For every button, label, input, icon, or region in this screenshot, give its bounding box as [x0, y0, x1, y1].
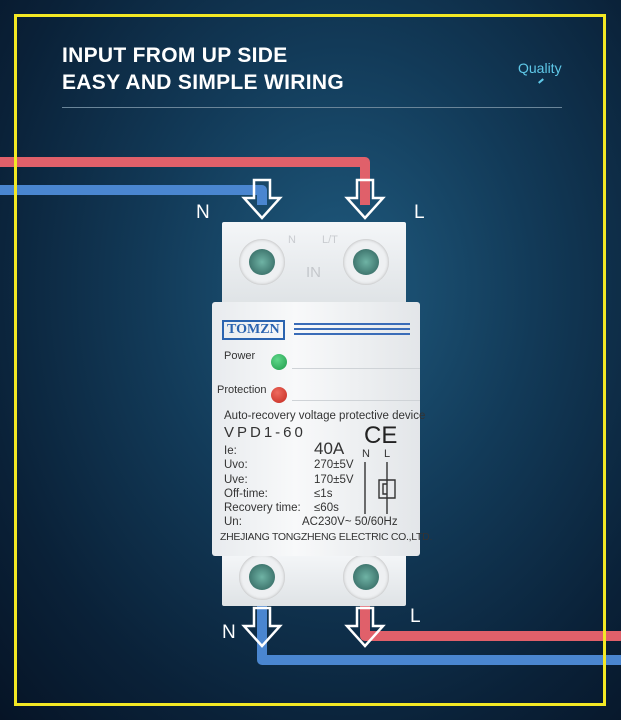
terminal-screw-n-in: [239, 239, 285, 285]
wiring-diagram-symbol: [364, 462, 396, 514]
diagram-n-label: N: [362, 448, 370, 460]
power-led: [271, 354, 287, 370]
protection-led: [271, 387, 287, 403]
brand-stripes: [294, 323, 410, 335]
highlight-frame: [14, 14, 606, 706]
model-number: VPD1-60: [224, 424, 306, 441]
terminal-n-mark: N: [288, 234, 296, 246]
power-label: Power: [224, 350, 256, 362]
protection-label: Protection: [217, 384, 267, 396]
terminal-screw-l-in: [343, 239, 389, 285]
manufacturer: ZHEJIANG TONGZHENG ELECTRIC CO.,LTD.: [220, 531, 433, 543]
live-wire-out: [360, 600, 621, 641]
label-n-top: N: [196, 202, 210, 223]
device-description: Auto-recovery voltage protective device: [224, 410, 426, 422]
headline-line1: INPUT FROM UP SIDE: [62, 44, 288, 67]
device-top-terminal-block: N L/T IN: [222, 222, 406, 304]
voltage-protector-device: TOMZN Power Protection Auto-recovery vol…: [212, 302, 432, 556]
spec-name: Uvo:: [224, 459, 248, 471]
spec-value: 40A: [314, 439, 345, 458]
label-l-top: L: [414, 202, 425, 223]
spec-name: Uve:: [224, 474, 248, 486]
terminal-in-mark: IN: [306, 264, 321, 281]
spec-value: ≤60s: [314, 502, 339, 514]
terminal-screw-n-out: [239, 554, 285, 600]
arrow-down-icon: [241, 606, 283, 648]
brand-logo: TOMZN: [222, 320, 285, 340]
spec-value: AC230V~ 50/60Hz: [302, 516, 398, 528]
spec-name: Un:: [224, 516, 242, 528]
arrow-down-icon: [344, 606, 386, 648]
spec-value: ≤1s: [314, 488, 333, 500]
neutral-wire-in: [0, 185, 267, 205]
terminal-screw-l-out: [343, 554, 389, 600]
headline-line2: EASY AND SIMPLE WIRING: [62, 71, 344, 94]
label-n-bottom: N: [222, 622, 236, 643]
terminal-l-mark: L/T: [322, 234, 338, 246]
spec-name: Recovery time:: [224, 502, 301, 514]
diagram-l-label: L: [384, 448, 391, 460]
spec-name: Ie:: [224, 445, 237, 457]
arrow-down-icon: [241, 178, 283, 220]
spec-value: 170±5V: [314, 474, 354, 486]
ce-mark: CE: [364, 422, 398, 449]
quality-badge: Quality: [518, 60, 562, 76]
neutral-wire-out: [257, 600, 621, 665]
divider: [62, 107, 562, 108]
spec-name: Off-time:: [224, 488, 268, 500]
device-bottom-terminal-block: [222, 554, 406, 606]
label-l-bottom: L: [410, 606, 421, 627]
live-wire-in: [0, 157, 370, 205]
arrow-down-icon: [344, 178, 386, 220]
spec-value: 270±5V: [314, 459, 354, 471]
